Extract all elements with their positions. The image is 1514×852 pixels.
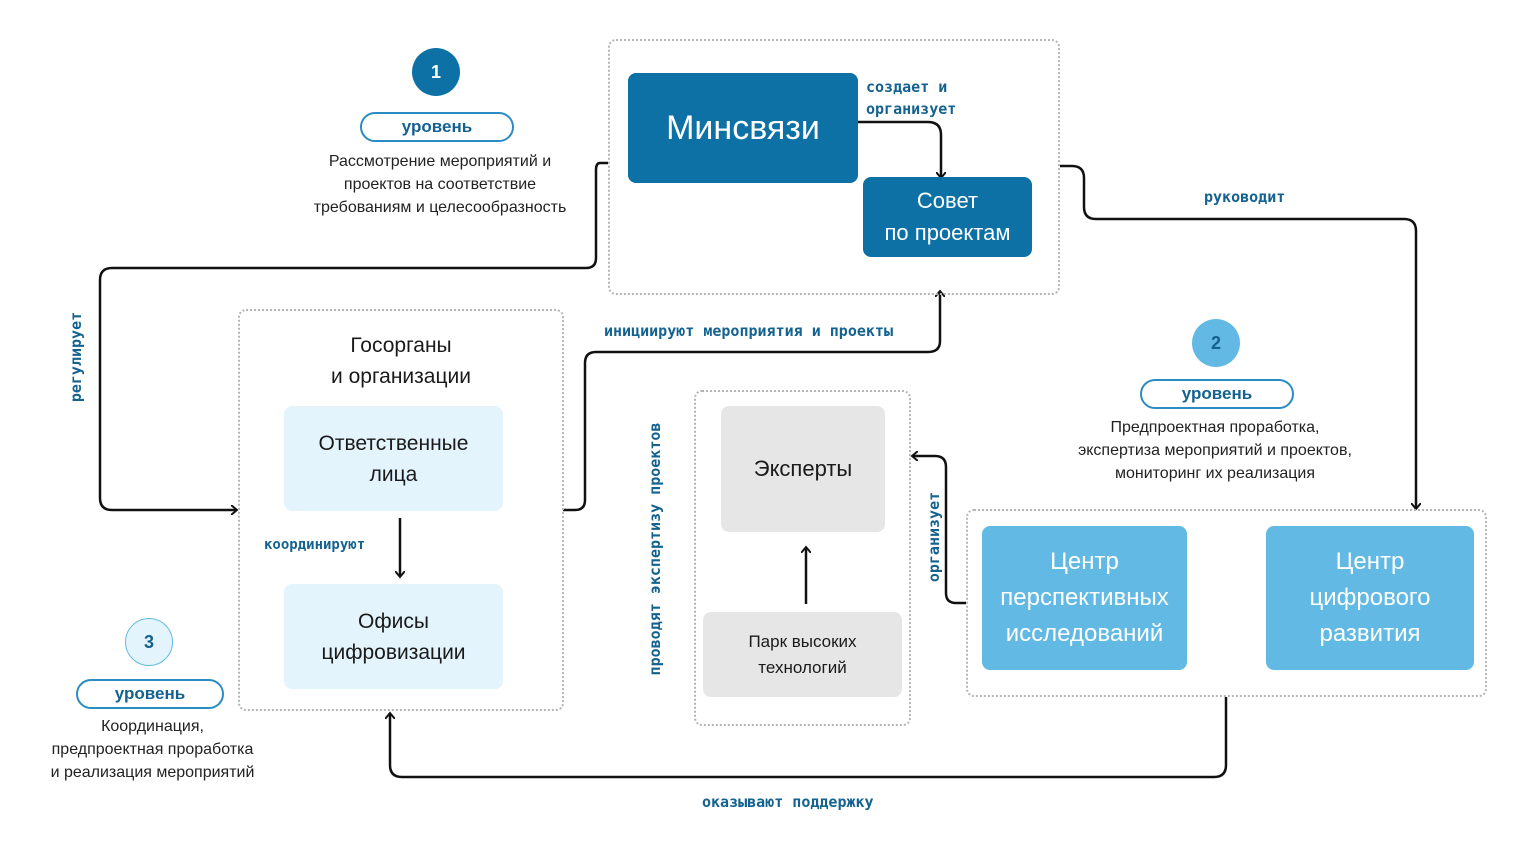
experts-group [694, 390, 911, 726]
minsvyazi-node[interactable]: Минсвязи [628, 73, 858, 183]
edge-leads [1060, 164, 1416, 508]
edge-label-support: оказывают поддержку [702, 793, 874, 811]
level-2-label: уровень [1181, 384, 1253, 403]
level-2-pill: уровень [1140, 379, 1294, 409]
center-digital-node[interactable]: Центр цифрового развития [1266, 526, 1474, 670]
edge-label-coordinate: координируют [264, 537, 366, 553]
level-2-description: Предпроектная проработка, экспертиза мер… [1078, 419, 1352, 482]
experts-node[interactable]: Эксперты [721, 406, 885, 532]
edge-initiate [563, 292, 940, 512]
gov-group [238, 309, 564, 711]
council-node[interactable]: Совет по проектам [863, 177, 1032, 257]
centers-group [966, 509, 1487, 697]
edge-label-organizes: организует [925, 491, 943, 583]
level-3-badge: 3 [125, 618, 173, 666]
level-2-badge: 2 [1192, 319, 1240, 367]
edge-label-regulates: регулирует [67, 311, 85, 403]
level-1-badge: 1 [412, 48, 460, 96]
level-3-pill: уровень [76, 679, 224, 709]
edge-regulates [98, 161, 608, 510]
edge-creates-organizes [858, 120, 941, 177]
edge-label-initiate: инициируют мероприятия и проекты [604, 322, 893, 340]
level-1-label: уровень [401, 117, 473, 136]
edge-support [390, 697, 1228, 779]
edge-label-conduct-expertise: проводят экспертизу проектов [646, 422, 664, 676]
level-3-number: 3 [143, 631, 154, 652]
level-1-description: Рассмотрение мероприятий и проектов на с… [313, 153, 567, 216]
level-3-label: уровень [114, 684, 186, 703]
level-1-number: 1 [430, 61, 441, 82]
edge-organizes [913, 456, 966, 605]
level-1-pill: уровень [360, 112, 514, 142]
center-research-node[interactable]: Центр перспективных исследований [982, 526, 1187, 670]
gov-group-title: Госорганы и организации [331, 334, 471, 388]
responsible-node[interactable]: Ответственные лица [284, 406, 503, 511]
edge-label-leads: руководит [1204, 188, 1286, 206]
level-3-description: Координация, предпроектная проработка и … [50, 718, 255, 781]
minsvyazi-group [608, 39, 1060, 295]
edge-label-creates-organizes: создает и организует [866, 78, 957, 118]
offices-node[interactable]: Офисы цифровизации [284, 584, 503, 689]
hitech-park-node[interactable]: Парк высоких технологий [703, 612, 902, 697]
level-2-number: 2 [1210, 332, 1221, 353]
